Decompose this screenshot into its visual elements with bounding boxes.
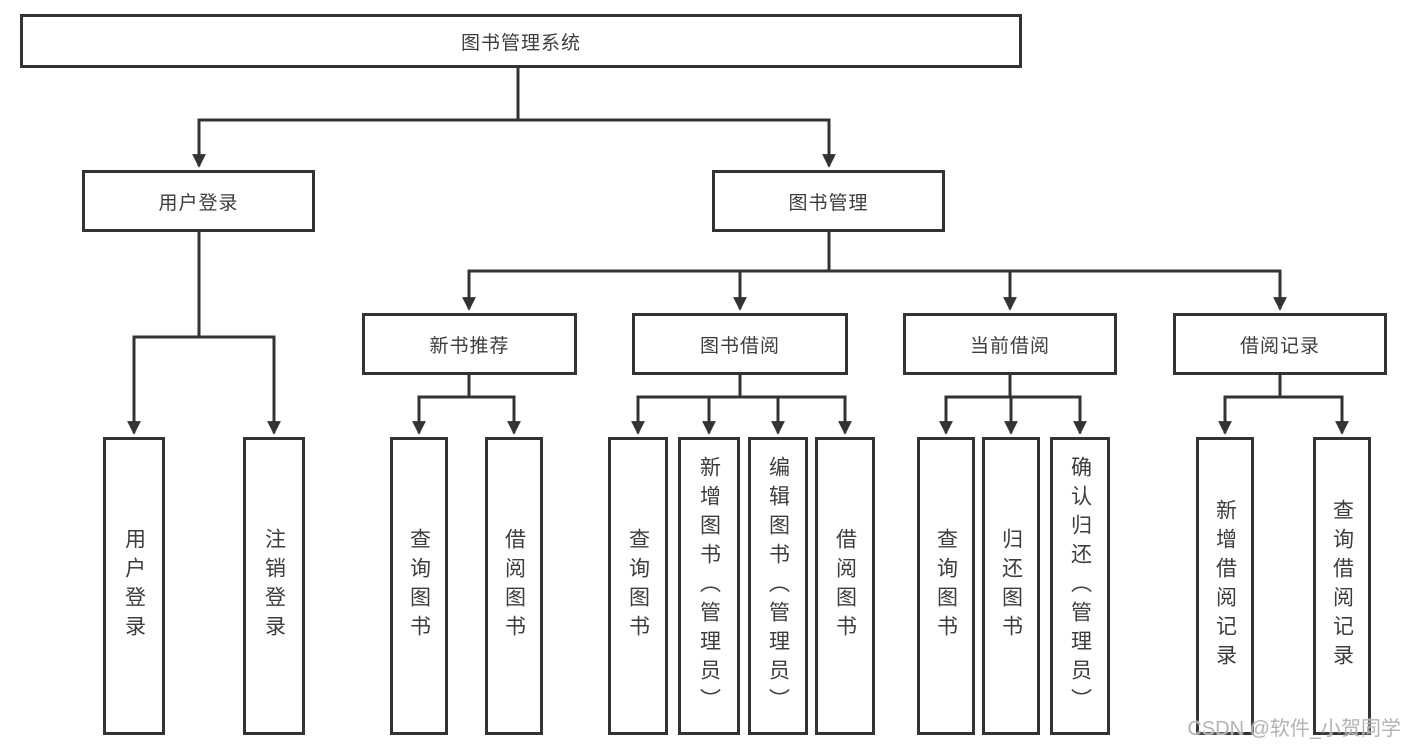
leaf-nb-borrow-books: 借阅图书	[485, 437, 543, 735]
node-root-label: 图书管理系统	[460, 32, 581, 54]
node-new-book-recommend: 新书推荐	[362, 313, 577, 375]
leaf-br-add-record-label: 新增借阅记录	[1213, 499, 1237, 673]
node-book-borrow: 图书借阅	[632, 313, 848, 375]
leaf-user-login-label: 用户登录	[122, 528, 146, 644]
leaf-user-login: 用户登录	[103, 437, 165, 735]
leaf-nb-borrow-books-label: 借阅图书	[502, 528, 526, 644]
csdn-watermark: CSDN @软件_小贺同学	[1187, 718, 1401, 740]
leaf-bb-query-books-label: 查询图书	[626, 528, 650, 644]
leaf-cb-return-books: 归还图书	[982, 437, 1040, 735]
node-new-book-recommend-label: 新书推荐	[429, 335, 510, 357]
leaf-bb-add-books-admin: 新增图书（管理员）	[678, 437, 740, 735]
node-book-borrow-label: 图书借阅	[699, 335, 780, 357]
leaf-bb-query-books: 查询图书	[608, 437, 668, 735]
node-borrow-records-label: 借阅记录	[1239, 335, 1320, 357]
leaf-nb-query-books-label: 查询图书	[407, 528, 431, 644]
node-book-management-label: 图书管理	[788, 192, 869, 214]
node-book-management: 图书管理	[712, 170, 945, 232]
leaf-logout: 注销登录	[243, 437, 305, 735]
leaf-br-query-record-label: 查询借阅记录	[1330, 499, 1354, 673]
node-user-login-label: 用户登录	[158, 192, 239, 214]
leaf-logout-label: 注销登录	[262, 528, 286, 644]
leaf-cb-return-books-label: 归还图书	[999, 528, 1023, 644]
node-borrow-records: 借阅记录	[1173, 313, 1387, 375]
leaf-bb-borrow-books: 借阅图书	[815, 437, 875, 735]
leaf-bb-edit-books-admin: 编辑图书（管理员）	[748, 437, 808, 735]
leaf-bb-edit-books-admin-label: 编辑图书（管理员）	[766, 455, 790, 717]
leaf-nb-query-books: 查询图书	[390, 437, 448, 735]
leaf-cb-query-books: 查询图书	[917, 437, 975, 735]
leaf-bb-add-books-admin-label: 新增图书（管理员）	[697, 455, 721, 717]
node-user-login: 用户登录	[82, 170, 315, 232]
node-current-borrow-label: 当前借阅	[969, 335, 1050, 357]
leaf-br-query-record: 查询借阅记录	[1313, 437, 1371, 735]
leaf-cb-confirm-return-admin: 确认归还（管理员）	[1050, 437, 1110, 735]
leaf-cb-confirm-return-admin-label: 确认归还（管理员）	[1068, 455, 1092, 717]
leaf-br-add-record: 新增借阅记录	[1196, 437, 1254, 735]
leaf-cb-query-books-label: 查询图书	[934, 528, 958, 644]
node-root-system: 图书管理系统	[20, 14, 1022, 68]
leaf-bb-borrow-books-label: 借阅图书	[833, 528, 857, 644]
node-current-borrow: 当前借阅	[903, 313, 1117, 375]
